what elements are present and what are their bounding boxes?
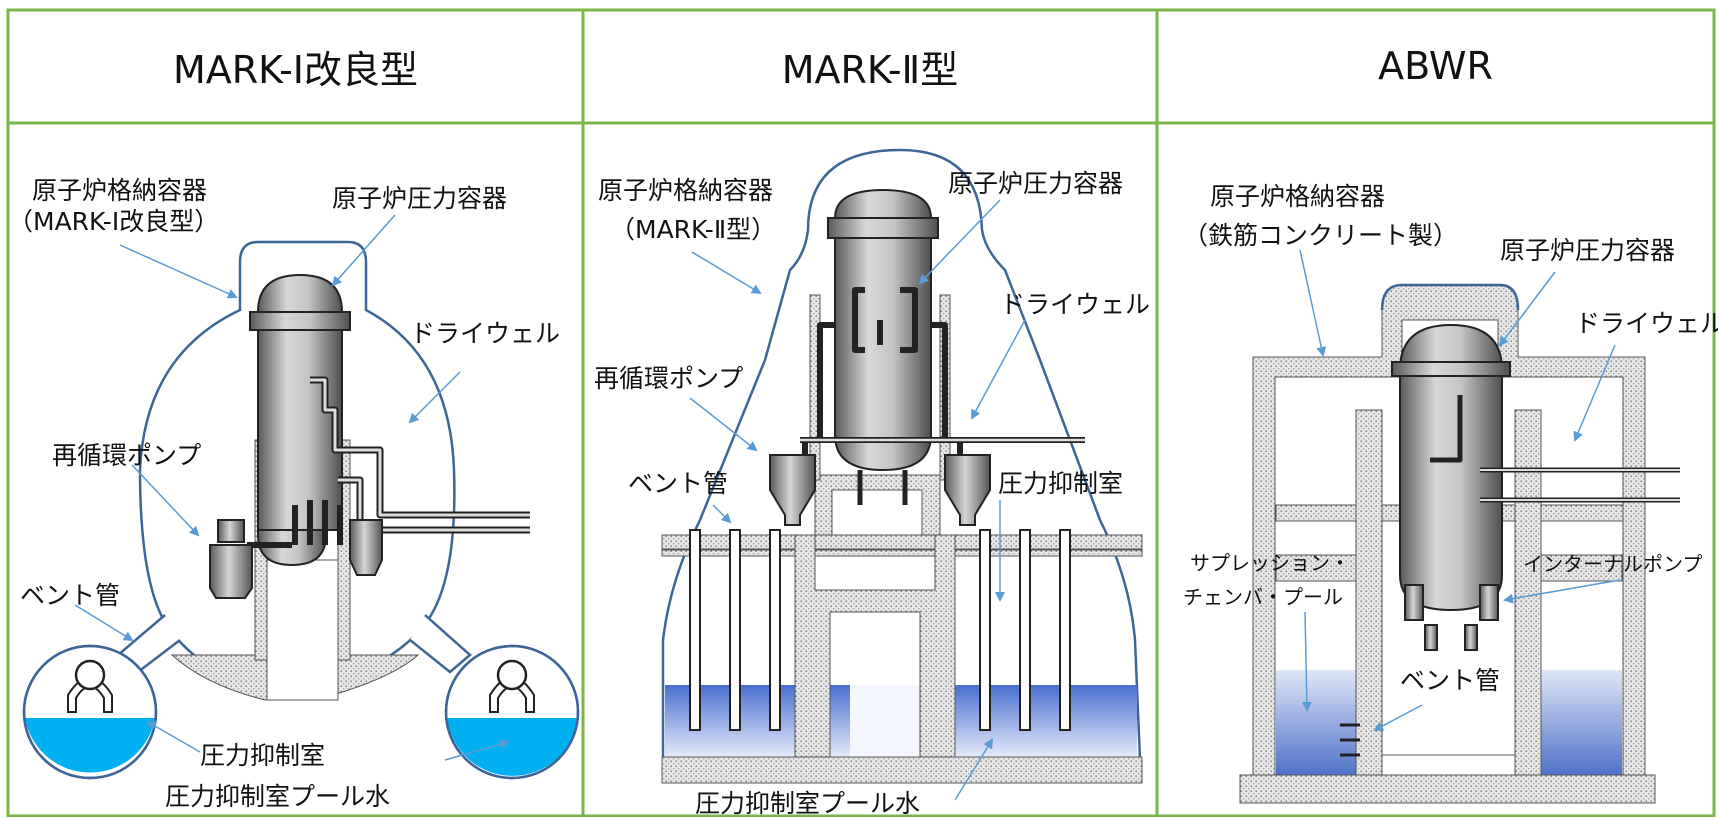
abwr-label-internal-pump: インターナルポンプ <box>1523 552 1703 576</box>
mark2-label-pool-water: 圧力抑制室プール水 <box>695 789 921 818</box>
abwr-suppression-pool-left <box>1276 670 1356 775</box>
abwr-suppression-pool-right <box>1540 670 1622 775</box>
abwr-diagram <box>1239 249 1680 804</box>
abwr-label-containment: 原子炉格納容器 <box>1210 182 1386 211</box>
mark1-label-containment-type: （MARK-Ⅰ改良型） <box>8 207 220 236</box>
mark2-pressure-vessel <box>827 188 939 472</box>
mark1-label-vent-pipe: ベント管 <box>20 581 121 610</box>
mark1-label-containment: 原子炉格納容器 <box>32 176 208 205</box>
abwr-label-vent-pipe: ベント管 <box>1400 666 1501 695</box>
abwr-label-pressure-vessel: 原子炉圧力容器 <box>1500 236 1676 265</box>
mark2-label-recirc-pump: 再循環ポンプ <box>594 364 744 393</box>
mark2-diagram <box>661 148 1143 801</box>
mark1-diagram <box>22 214 580 780</box>
abwr-label-drywell: ドライウェル <box>1575 309 1718 338</box>
mark1-label-suppression-chamber: 圧力抑制室 <box>200 741 326 770</box>
mark1-label-drywell: ドライウェル <box>410 319 561 348</box>
abwr-label-suppression-pool-1: サプレッション・ <box>1190 551 1350 575</box>
mark1-torus-water-right <box>447 718 578 776</box>
mark2-recirc-pump-left <box>769 454 816 526</box>
table-grid <box>6 8 1716 817</box>
header-abwr: ABWR <box>1378 44 1493 88</box>
mark1-label-pool-water: 圧力抑制室プール水 <box>165 782 391 811</box>
mark2-label-containment: 原子炉格納容器 <box>598 176 774 205</box>
mark2-pedestal <box>794 534 956 758</box>
abwr-pressure-vessel <box>1391 323 1511 612</box>
abwr-label-suppression-pool-2: チェンバ・プール <box>1183 585 1343 609</box>
mark1-label-pressure-vessel: 原子炉圧力容器 <box>332 184 508 213</box>
abwr-pedestal-right <box>1514 409 1542 776</box>
mark2-vent-pipes <box>689 529 1071 731</box>
mark1-recirc-pump-right <box>349 519 383 576</box>
mark2-label-containment-type: （MARK-Ⅱ型） <box>610 215 777 244</box>
abwr-internal-pumps <box>1404 584 1499 651</box>
mark2-label-suppression-chamber: 圧力抑制室 <box>998 469 1124 498</box>
mark1-torus-water-left <box>25 718 155 773</box>
abwr-pedestal-left <box>1355 409 1383 776</box>
abwr-label-containment-type: （鉄筋コンクリート製） <box>1183 221 1459 250</box>
mark2-label-vent-pipe: ベント管 <box>628 469 729 498</box>
mark1-vent-pipe-right <box>409 614 472 674</box>
mark2-label-pressure-vessel: 原子炉圧力容器 <box>948 169 1124 198</box>
header-mark2: MARK-Ⅱ型 <box>781 47 959 92</box>
mark2-recirc-pump-right <box>944 454 991 526</box>
mark1-recirc-pump-left <box>209 519 253 599</box>
mark2-label-drywell: ドライウェル <box>1000 290 1151 319</box>
header-mark1: MARK-Ⅰ改良型 <box>172 47 419 92</box>
mark1-label-recirc-pump: 再循環ポンプ <box>52 441 202 470</box>
